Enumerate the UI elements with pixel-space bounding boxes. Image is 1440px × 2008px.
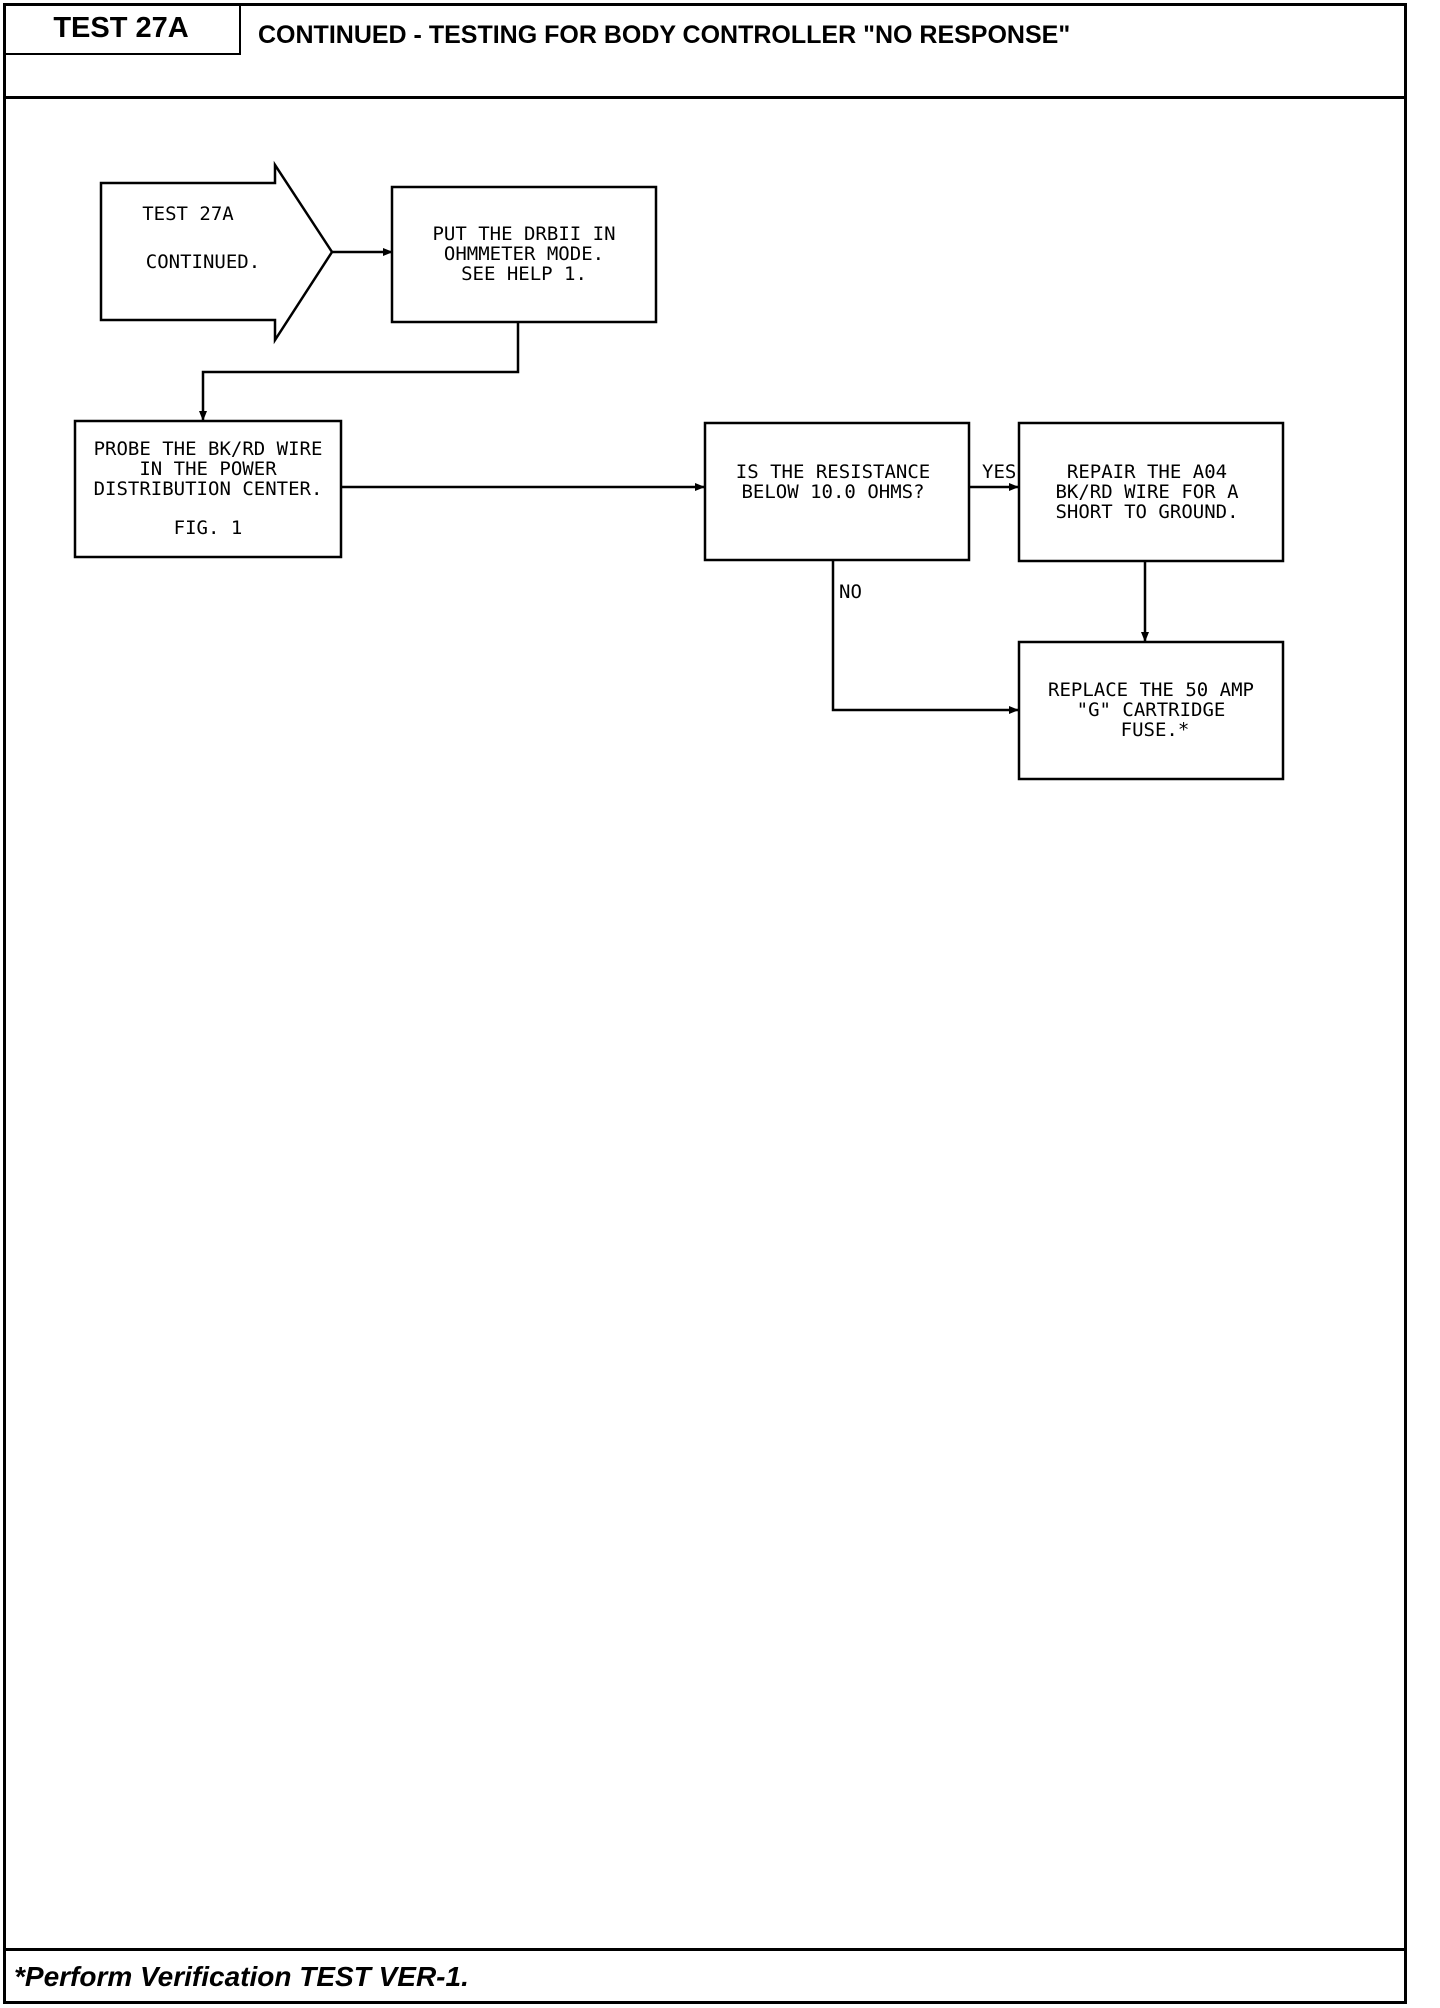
connector-no <box>831 560 1019 714</box>
probe-figure-ref: FIG. 1 <box>174 517 243 539</box>
probe-line-1: PROBE THE BK/RD WIRE <box>94 438 323 460</box>
start-line-1: TEST 27A <box>142 203 234 225</box>
probe-line-3: DISTRIBUTION CENTER. <box>94 478 323 500</box>
page-frame <box>3 3 1407 2004</box>
repair-line-1: REPAIR THE A04 <box>1067 461 1227 483</box>
replace-line-3: FUSE.* <box>1121 719 1190 741</box>
ohmmeter-line-3: SEE HELP 1. <box>461 263 587 285</box>
action-replace-box: REPLACE THE 50 AMP "G" CARTRIDGE FUSE.* <box>1017 640 1285 781</box>
step-probe-box: PROBE THE BK/RD WIRE IN THE POWER DISTRI… <box>73 419 343 559</box>
repair-line-3: SHORT TO GROUND. <box>1055 501 1238 523</box>
step-ohmmeter-box: PUT THE DRBII IN OHMMETER MODE. SEE HELP… <box>390 185 658 324</box>
connector-ohmmeter-to-probe <box>199 322 520 421</box>
repair-line-2: BK/RD WIRE FOR A <box>1055 481 1239 503</box>
ohmmeter-line-2: OHMMETER MODE. <box>444 243 604 265</box>
footer-verification-note: *Perform Verification TEST VER-1. <box>14 1961 469 1992</box>
probe-line-2: IN THE POWER <box>139 458 277 480</box>
replace-line-2: "G" CARTRIDGE <box>1077 699 1226 721</box>
page-title: CONTINUED - TESTING FOR BODY CONTROLLER … <box>258 20 1071 49</box>
start-line-2: CONTINUED. <box>146 251 260 273</box>
start-arrow-node: TEST 27A CONTINUED. <box>99 160 334 345</box>
action-repair-box: REPAIR THE A04 BK/RD WIRE FOR A SHORT TO… <box>1017 421 1285 563</box>
header-divider <box>3 96 1407 99</box>
test-number-label: TEST 27A <box>3 3 241 55</box>
decision-resistance-box: IS THE RESISTANCE BELOW 10.0 OHMS? <box>703 421 971 562</box>
yes-label: YES <box>982 461 1016 483</box>
decision-line-2: BELOW 10.0 OHMS? <box>741 481 924 503</box>
decision-line-1: IS THE RESISTANCE <box>736 461 930 483</box>
replace-line-1: REPLACE THE 50 AMP <box>1048 679 1254 701</box>
ohmmeter-line-1: PUT THE DRBII IN <box>432 223 615 245</box>
footer-divider <box>3 1948 1407 1951</box>
no-label: NO <box>839 581 862 603</box>
